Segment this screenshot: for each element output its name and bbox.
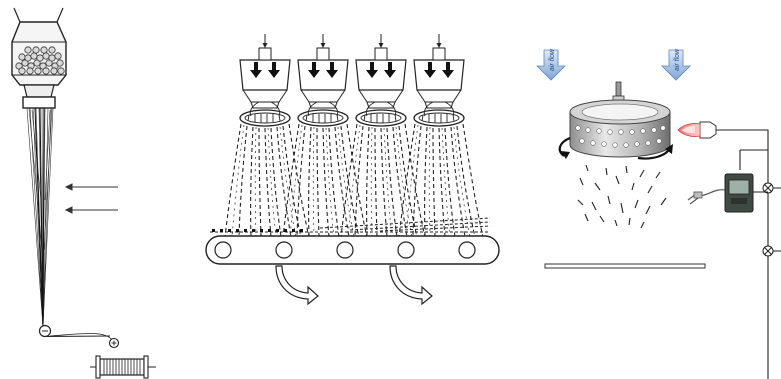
web-dots (212, 229, 303, 232)
rotation-arrow-right (637, 144, 673, 160)
spinner-shaft (612, 81, 625, 103)
traverse-guide (108, 337, 120, 349)
fiber-drawing-panel (0, 0, 170, 379)
drum-holes (575, 125, 666, 148)
hopper-feed-lines (13, 7, 64, 23)
gas-supply-line (716, 129, 769, 379)
guide-roller (38, 324, 52, 338)
spinneret-3 (340, 33, 426, 238)
strand-to-spool (44, 335, 111, 337)
collector-plate (544, 263, 706, 269)
spinneret-2 (282, 33, 368, 238)
glass-marbles (15, 46, 65, 75)
filament-bundle-core (34, 107, 45, 329)
rotary-spinner-panel: air flow air flow (520, 0, 781, 379)
spinner-drum (569, 99, 671, 158)
temperature-controller (724, 173, 768, 213)
gas-valve-lower (762, 245, 781, 257)
rotation-arrow-left (558, 136, 571, 159)
spinneret-4 (398, 33, 484, 238)
flung-fibers (577, 164, 667, 229)
rotary-spinner-illustration: air flow air flow (536, 48, 781, 379)
spinneret-1 (224, 33, 310, 238)
gas-valve-upper (762, 182, 781, 194)
side-air-arrows (64, 183, 118, 214)
spunbond-panel (200, 0, 500, 379)
air-flow-label-left: air flow (549, 48, 556, 71)
thermocouple-probe (687, 189, 726, 205)
hopper (11, 21, 67, 109)
direction-arrow-right (389, 265, 433, 306)
air-flow-arrow-right: air flow (661, 48, 691, 81)
fiber-drawing-illustration (11, 7, 156, 379)
web-layer (210, 217, 491, 233)
air-flow-arrow-left: air flow (536, 48, 566, 81)
conveyor-belt (205, 235, 500, 265)
air-flow-label-right: air flow (674, 48, 681, 71)
winding-spool (90, 355, 156, 379)
direction-arrow-left (275, 265, 319, 306)
gas-burner (677, 121, 717, 139)
spunbond-illustration (205, 33, 500, 306)
bushing (22, 96, 56, 109)
